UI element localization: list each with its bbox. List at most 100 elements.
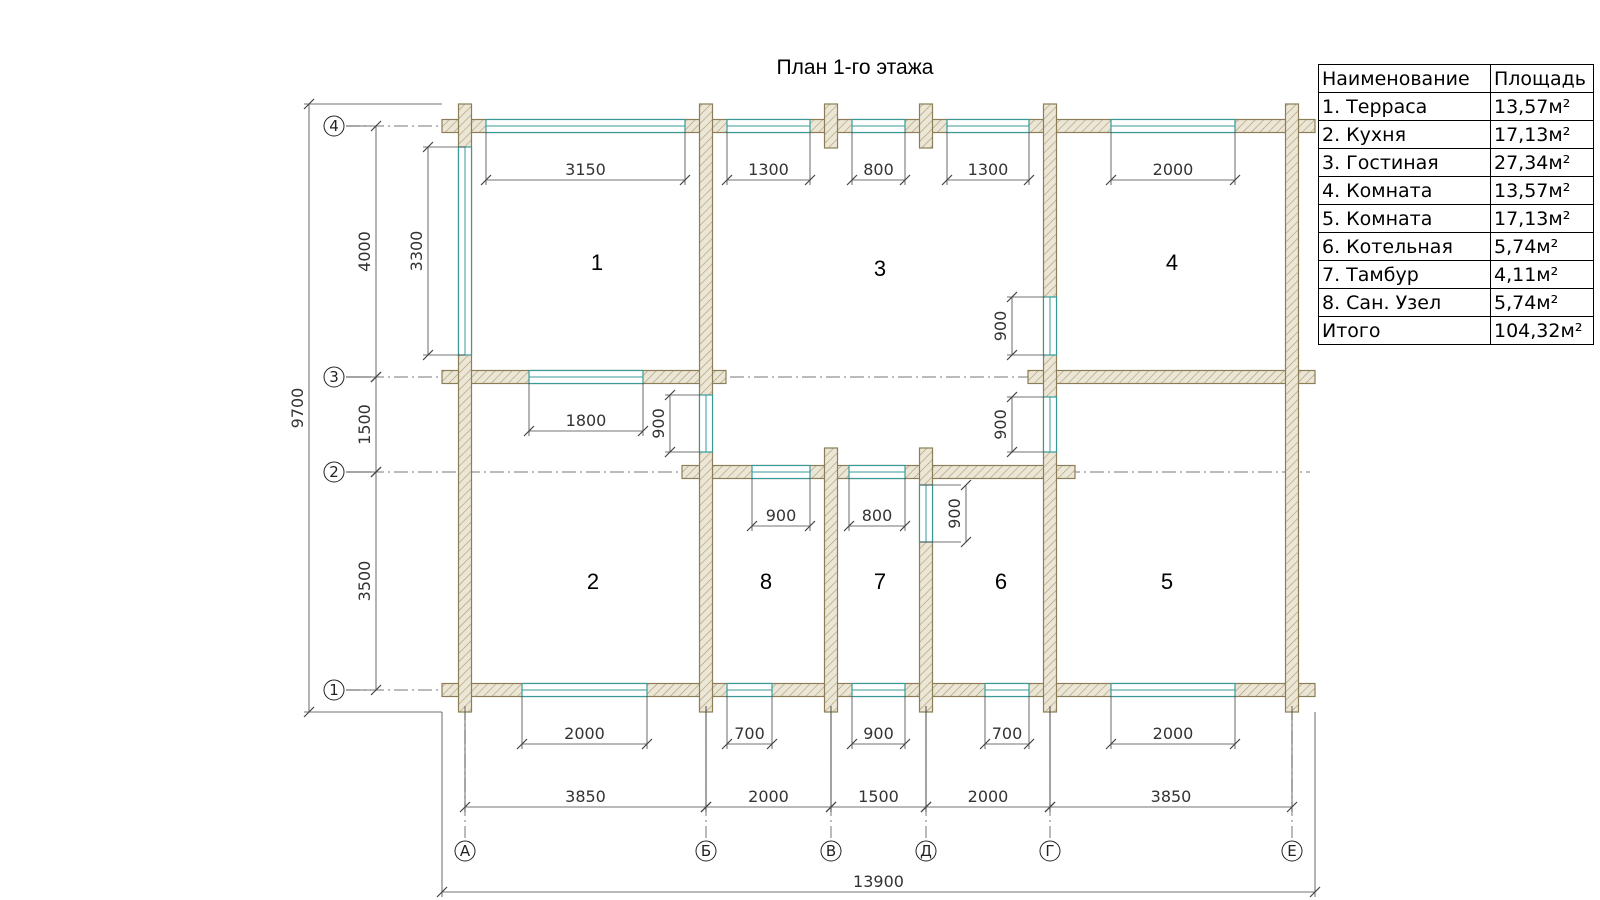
wall-segment xyxy=(823,447,839,713)
dimension-tick xyxy=(941,174,953,186)
dimension-tick xyxy=(979,738,991,750)
dimension-label: 1500 xyxy=(858,787,899,806)
dimension-label: 800 xyxy=(862,506,893,525)
wall-segment xyxy=(1027,369,1316,385)
axis-label-number: 3 xyxy=(329,368,339,386)
axis-label-letter: А xyxy=(460,842,471,860)
room-name: 5. Комната xyxy=(1318,204,1491,233)
dimension-tick xyxy=(637,425,649,437)
dimension-label: 900 xyxy=(649,408,668,439)
axis-bubble xyxy=(1039,840,1061,862)
dimension-label: 900 xyxy=(945,498,964,529)
dimension-label: 1800 xyxy=(566,411,607,430)
dimension-label: 1500 xyxy=(355,404,374,445)
table-header-row: Наименование Площадь xyxy=(1318,64,1594,93)
dimension-tick xyxy=(436,886,448,898)
axis-label-number: 2 xyxy=(329,463,339,481)
dimension-tick xyxy=(899,520,911,532)
dimension-tick xyxy=(516,738,528,750)
openings xyxy=(457,118,1236,698)
dimension-label: 900 xyxy=(991,409,1010,440)
dimension-tick xyxy=(523,425,535,437)
dimension-label: 2000 xyxy=(564,724,605,743)
room-area: 5,74м² xyxy=(1490,232,1594,261)
dimension-label: 3500 xyxy=(355,561,374,602)
dimension-tick xyxy=(746,520,758,532)
axis-bubble xyxy=(695,840,717,862)
axis-label-letter: В xyxy=(826,842,836,860)
dimension-tick xyxy=(920,801,932,813)
room-name: 7. Тамбур xyxy=(1318,260,1491,289)
room-name: 3. Гостиная xyxy=(1318,148,1491,177)
dimension-tick xyxy=(679,174,691,186)
room-number: 8 xyxy=(760,569,772,594)
dimension-label: 2000 xyxy=(1153,160,1194,179)
dimension-label: 3150 xyxy=(565,160,606,179)
dimension-tick xyxy=(370,371,382,383)
dimension-label: 900 xyxy=(991,311,1010,342)
dimension-label: 4000 xyxy=(355,231,374,272)
axis-label-number: 1 xyxy=(329,681,339,699)
dimension-tick xyxy=(804,174,816,186)
dimension-tick xyxy=(1006,291,1018,303)
room-area: 13,57м² xyxy=(1490,176,1594,205)
dimension-label: 9700 xyxy=(288,388,307,429)
dimension-label: 2000 xyxy=(1153,724,1194,743)
dimension-label: 1300 xyxy=(748,160,789,179)
dimension-tick xyxy=(1229,174,1241,186)
dimension-label: 700 xyxy=(734,724,765,743)
dimension-tick xyxy=(303,706,315,718)
axis-label-letter: Б xyxy=(701,842,711,860)
dimension-label: 800 xyxy=(863,160,894,179)
dimension-tick xyxy=(1006,349,1018,361)
wall-segment xyxy=(823,103,839,149)
dimension-label: 900 xyxy=(863,724,894,743)
dimension-tick xyxy=(843,520,855,532)
dimension-label: 3300 xyxy=(407,231,426,272)
dimension-tick xyxy=(1023,738,1035,750)
axis-bubble xyxy=(323,679,345,701)
dimension-tick xyxy=(899,174,911,186)
room-area: 4,11м² xyxy=(1490,260,1594,289)
axis-bubble xyxy=(323,366,345,388)
dimension-label: 13900 xyxy=(853,872,904,891)
room-area: 17,13м² xyxy=(1490,204,1594,233)
dimension-tick xyxy=(766,738,778,750)
dimension-tick xyxy=(370,684,382,696)
axis-bubble xyxy=(915,840,937,862)
dimension-tick xyxy=(1044,801,1056,813)
dimension-lines xyxy=(303,98,1321,898)
room-name: 8. Сан. Узел xyxy=(1318,288,1491,317)
dimension-tick xyxy=(370,120,382,132)
axis-label-letter: Г xyxy=(1045,842,1054,860)
axis-bubble xyxy=(323,461,345,483)
room-number: 7 xyxy=(874,569,886,594)
dimension-tick xyxy=(664,389,676,401)
room-number: 2 xyxy=(587,569,599,594)
walls xyxy=(441,103,1316,713)
axis-label-number: 4 xyxy=(329,117,339,135)
axis-bubble xyxy=(323,115,345,137)
room-area: 13,57м² xyxy=(1490,92,1594,121)
dimension-label: 700 xyxy=(992,724,1023,743)
dimension-tick xyxy=(1309,886,1321,898)
column-header-area: Площадь xyxy=(1490,64,1594,93)
dimension-tick xyxy=(1105,174,1117,186)
room-number: 3 xyxy=(874,256,886,281)
dimension-tick xyxy=(1286,801,1298,813)
total-label: Итого xyxy=(1318,316,1491,345)
dimension-tick xyxy=(303,98,315,110)
room-number: 1 xyxy=(591,250,603,275)
axis-label-letter: Е xyxy=(1287,842,1296,860)
dimension-tick xyxy=(1006,391,1018,403)
room-number: 5 xyxy=(1161,569,1173,594)
room-number: 6 xyxy=(995,569,1007,594)
